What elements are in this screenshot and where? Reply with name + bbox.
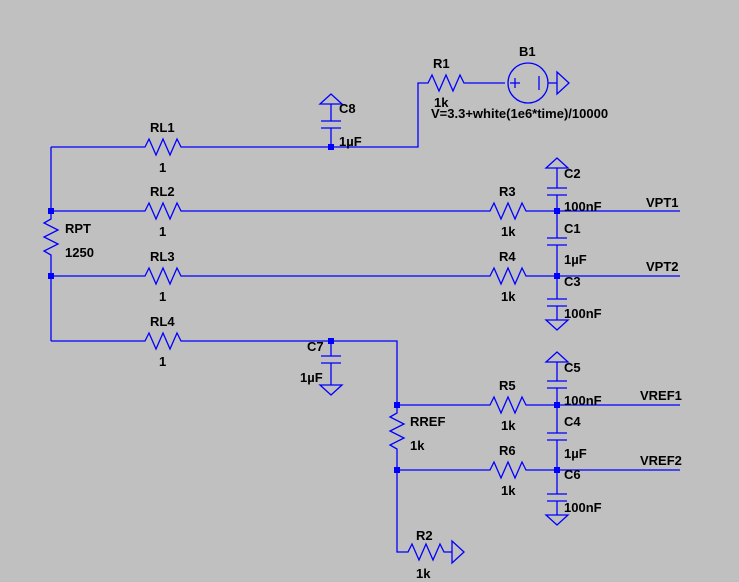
label-rpt-name: RPT — [65, 221, 91, 236]
label-c4-name: C4 — [564, 414, 581, 429]
resistor-rref[interactable] — [388, 405, 406, 470]
label-r1-value: 1k — [434, 95, 449, 110]
resistor-rpt[interactable] — [42, 211, 60, 276]
junction — [48, 273, 54, 279]
label-rref-value: 1k — [410, 438, 425, 453]
ground-b1-icon — [556, 70, 570, 96]
junction — [394, 402, 400, 408]
label-rl2-name: RL2 — [150, 184, 175, 199]
label-rpt-value: 1250 — [65, 245, 94, 260]
label-c8-name: C8 — [339, 101, 356, 116]
label-rl1-name: RL1 — [150, 120, 175, 135]
label-c3-name: C3 — [564, 274, 581, 289]
junction — [554, 273, 560, 279]
capacitor-c8[interactable] — [321, 120, 341, 129]
capacitor-c3[interactable] — [547, 298, 567, 307]
junction — [394, 467, 400, 473]
ground-c6-icon — [544, 514, 570, 526]
resistor-rl4[interactable] — [142, 331, 187, 351]
net-label-vpt2: VPT2 — [646, 259, 679, 274]
capacitors — [321, 120, 567, 502]
label-b1-value: V=3.3+white(1e6*time)/10000 — [431, 106, 608, 121]
junction — [328, 338, 334, 344]
net-label-vpt1: VPT1 — [646, 195, 679, 210]
label-c2-name: C2 — [564, 166, 581, 181]
label-rl2-value: 1 — [159, 224, 166, 239]
label-c2-value: 100nF — [564, 199, 602, 214]
labels: R1 1k B1 V=3.3+white(1e6*time)/10000 C8 … — [65, 44, 682, 581]
label-b1-name: B1 — [519, 44, 536, 59]
ground-c2-icon — [544, 157, 570, 176]
junctions — [48, 144, 560, 473]
wire-rl4-right[interactable] — [187, 340, 398, 405]
ground-c5-icon — [544, 351, 570, 369]
resistor-r3[interactable] — [487, 201, 532, 221]
label-r6-value: 1k — [501, 483, 516, 498]
resistor-rl3[interactable] — [142, 266, 187, 286]
label-r4-name: R4 — [499, 249, 516, 264]
label-c7-name: C7 — [307, 339, 324, 354]
label-c8-value: 1µF — [339, 134, 362, 149]
wire-rl1-right[interactable] — [187, 82, 422, 148]
voltage-source-b1[interactable] — [507, 62, 557, 104]
resistors — [42, 73, 532, 562]
label-rl1-value: 1 — [159, 160, 166, 175]
label-rl3-name: RL3 — [150, 249, 175, 264]
ground-c8-icon — [318, 93, 344, 112]
label-r3-value: 1k — [501, 224, 516, 239]
label-c6-value: 100nF — [564, 500, 602, 515]
label-c6-name: C6 — [564, 467, 581, 482]
resistor-r6[interactable] — [487, 460, 532, 480]
ground-c3-icon — [544, 319, 570, 331]
resistor-rl1[interactable] — [142, 137, 187, 157]
capacitor-c6[interactable] — [547, 493, 567, 502]
label-r1-name: R1 — [433, 56, 450, 71]
net-label-vref1: VREF1 — [640, 388, 682, 403]
net-label-vref2: VREF2 — [640, 453, 682, 468]
resistor-r5[interactable] — [487, 395, 532, 415]
resistor-r1[interactable] — [422, 73, 467, 93]
resistor-rl2[interactable] — [142, 201, 187, 221]
resistor-r2[interactable] — [405, 542, 450, 562]
label-c1-name: C1 — [564, 221, 581, 236]
junction — [328, 144, 334, 150]
label-c3-value: 100nF — [564, 306, 602, 321]
label-c7-value: 1µF — [300, 370, 323, 385]
label-rl4-name: RL4 — [150, 314, 175, 329]
label-r2-value: 1k — [416, 566, 431, 581]
capacitor-c7[interactable] — [321, 355, 341, 364]
resistor-r4[interactable] — [487, 266, 532, 286]
label-r5-name: R5 — [499, 378, 516, 393]
label-rl3-value: 1 — [159, 289, 166, 304]
label-r6-name: R6 — [499, 443, 516, 458]
junction — [554, 208, 560, 214]
junction — [554, 467, 560, 473]
ground-c7-icon — [318, 384, 344, 396]
label-c1-value: 1µF — [564, 252, 587, 267]
label-r3-name: R3 — [499, 184, 516, 199]
label-r4-value: 1k — [501, 289, 516, 304]
wire-rref-r2[interactable] — [396, 470, 405, 553]
capacitor-c1[interactable] — [547, 237, 567, 246]
label-c4-value: 1µF — [564, 446, 587, 461]
ground-symbols — [318, 70, 570, 565]
label-c5-name: C5 — [564, 360, 581, 375]
ground-r2-icon — [451, 539, 465, 565]
label-rl4-value: 1 — [159, 354, 166, 369]
capacitor-c4[interactable] — [547, 432, 567, 441]
junction — [48, 208, 54, 214]
junction — [554, 402, 560, 408]
label-rref-name: RREF — [410, 414, 445, 429]
capacitor-c2[interactable] — [547, 187, 567, 196]
label-r5-value: 1k — [501, 418, 516, 433]
label-r2-name: R2 — [416, 528, 433, 543]
label-c5-value: 100nF — [564, 393, 602, 408]
capacitor-c5[interactable] — [547, 380, 567, 389]
